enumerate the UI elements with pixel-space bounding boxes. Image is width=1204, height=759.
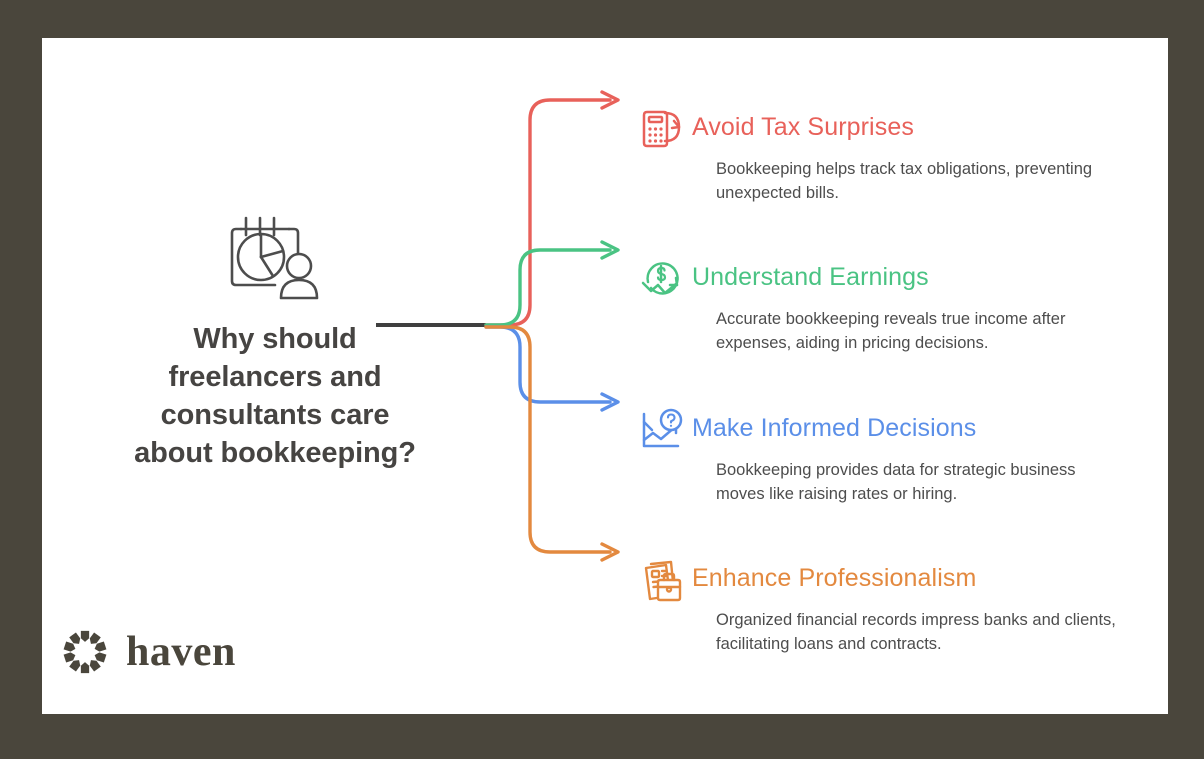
branch-header: Understand Earnings xyxy=(638,256,1118,302)
connector-branch-3 xyxy=(484,325,612,404)
branch-title: Enhance Professionalism xyxy=(692,564,977,592)
calculator-refresh-icon xyxy=(638,106,692,153)
dollar-circle-down-arrow-icon xyxy=(638,256,692,303)
line-chart-question-icon xyxy=(638,407,692,454)
branch-header: Avoid Tax Surprises xyxy=(638,106,1118,152)
connector-branch-4 xyxy=(484,325,612,554)
haven-starburst-logo-icon xyxy=(62,629,108,675)
connector-branch-1 xyxy=(484,98,612,327)
branch-title: Avoid Tax Surprises xyxy=(692,113,914,141)
branch-header: Enhance Professionalism xyxy=(638,557,1118,603)
branch-title: Make Informed Decisions xyxy=(692,414,977,442)
branch-item-avoid-tax-surprises[interactable]: Avoid Tax Surprises Bookkeeping helps tr… xyxy=(638,106,1118,205)
calendar-pie-chart-person-icon xyxy=(230,216,319,300)
branch-description: Organized financial records impress bank… xyxy=(716,611,1116,653)
connector-arrow-2 xyxy=(600,240,620,260)
infographic-card: Why should freelancers and consultants c… xyxy=(42,38,1168,714)
central-question-title: Why should freelancers and consultants c… xyxy=(134,323,416,469)
branch-item-enhance-professionalism[interactable]: Enhance Professionalism Organized financ… xyxy=(638,557,1118,656)
brand-name: haven xyxy=(126,629,236,675)
branch-item-make-informed-decisions[interactable]: Make Informed Decisions Bookkeeping prov… xyxy=(638,407,1118,506)
central-icon-wrap xyxy=(130,210,420,306)
central-node: Why should freelancers and consultants c… xyxy=(130,210,420,472)
documents-briefcase-icon xyxy=(638,557,692,604)
branch-header: Make Informed Decisions xyxy=(638,407,1118,453)
branch-item-understand-earnings[interactable]: Understand Earnings Accurate bookkeeping… xyxy=(638,256,1118,355)
connector-arrow-1 xyxy=(600,90,620,110)
brand-logo: haven xyxy=(62,629,236,675)
branch-description: Bookkeeping provides data for strategic … xyxy=(716,461,1076,503)
connector-branch-2 xyxy=(484,248,612,327)
branch-title: Understand Earnings xyxy=(692,263,929,291)
branch-description: Accurate bookkeeping reveals true income… xyxy=(716,310,1066,352)
branch-description: Bookkeeping helps track tax obligations,… xyxy=(716,160,1093,202)
connector-arrow-3 xyxy=(600,392,620,412)
connector-arrow-4 xyxy=(600,542,620,562)
